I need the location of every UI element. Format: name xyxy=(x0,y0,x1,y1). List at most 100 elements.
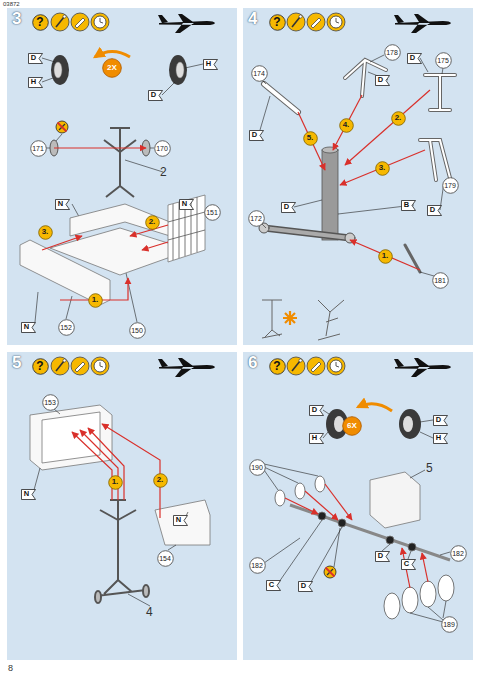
circle-shape xyxy=(378,249,392,263)
circle-shape xyxy=(88,293,102,307)
step-number: 4. xyxy=(339,118,354,133)
color-flag: C xyxy=(401,559,416,570)
callout-text: 179 xyxy=(444,182,456,189)
callout-number: 153 xyxy=(42,394,59,411)
callout-number: 171 xyxy=(30,140,47,157)
color-code: D xyxy=(436,416,444,424)
step-number: 2. xyxy=(153,473,168,488)
color-flag: C xyxy=(266,580,281,591)
flag-shape xyxy=(28,77,42,87)
circle-shape xyxy=(129,322,145,338)
color-code: H xyxy=(312,434,320,442)
circle-shape xyxy=(108,475,122,489)
step-text: 3. xyxy=(42,228,49,236)
callout-text: 153 xyxy=(44,399,56,406)
color-code: D xyxy=(252,131,260,139)
help-icon: ? xyxy=(269,358,286,375)
step-number: 5. xyxy=(303,131,318,146)
color-code: D xyxy=(430,206,438,214)
circle-shape xyxy=(157,550,173,566)
flag-shape xyxy=(179,199,193,209)
callout-text: 152 xyxy=(60,324,72,331)
help-icon: ? xyxy=(32,358,49,375)
circle-shape xyxy=(249,557,265,573)
circle-shape xyxy=(154,140,170,156)
step-text: 3. xyxy=(379,164,386,172)
flag-shape xyxy=(266,580,280,590)
circle-shape xyxy=(269,14,285,30)
circle-shape xyxy=(269,358,285,374)
callout-text: 190 xyxy=(251,464,263,471)
flag-shape xyxy=(375,75,389,85)
callout-text: 175 xyxy=(437,57,449,64)
callout-text: 181 xyxy=(434,277,446,284)
quantity-badge: 2X xyxy=(102,58,122,78)
flag-shape xyxy=(281,202,295,212)
callout-text: 189 xyxy=(443,621,455,628)
circle-shape xyxy=(153,473,167,487)
color-flag: D xyxy=(375,551,390,562)
callout-text: 150 xyxy=(131,327,143,334)
step-text: 1. xyxy=(112,478,119,486)
kit-number: 03872 xyxy=(3,1,20,7)
step-text: 1. xyxy=(92,296,99,304)
step-number: 1. xyxy=(88,293,103,308)
step-text: 1. xyxy=(382,252,389,260)
color-code: D xyxy=(312,406,320,414)
step-panel: 5?1532.N1.N154 xyxy=(7,352,237,660)
color-code: H xyxy=(206,60,214,68)
color-code: C xyxy=(269,581,277,589)
color-flag: D xyxy=(28,53,43,64)
circle-shape xyxy=(145,215,159,229)
flag-shape xyxy=(55,199,69,209)
circle-shape xyxy=(58,319,74,335)
callout-number: 181 xyxy=(432,272,449,289)
help-text: ? xyxy=(273,16,280,28)
circle-shape xyxy=(375,161,389,175)
step-text: 2. xyxy=(157,476,164,484)
circle-shape xyxy=(432,272,448,288)
step-panel: 3?DH2XHD171170N2.N1513.1.N152150 xyxy=(7,8,237,345)
circle-shape xyxy=(30,140,46,156)
color-flag: D xyxy=(407,53,422,64)
color-code: B xyxy=(404,201,412,209)
callout-text: 174 xyxy=(253,70,265,77)
help-text: ? xyxy=(36,360,43,372)
callout-number: 152 xyxy=(58,319,75,336)
part-label: 5 xyxy=(426,462,433,474)
callout-number: 151 xyxy=(204,204,221,221)
part-label: 4 xyxy=(146,606,153,618)
callout-text: 171 xyxy=(32,145,44,152)
color-flag: D xyxy=(281,202,296,213)
callout-number: 170 xyxy=(154,140,171,157)
callout-number: 174 xyxy=(251,65,268,82)
step-title: 6 xyxy=(248,354,257,371)
help-icon: ? xyxy=(32,14,49,31)
circle-shape xyxy=(204,204,220,220)
color-code: D xyxy=(378,76,386,84)
circle-shape xyxy=(251,65,267,81)
help-icon: ? xyxy=(269,14,286,31)
step-panel: 6?D6XDHH190DC182182CD189 xyxy=(243,352,473,660)
circle-shape xyxy=(42,394,58,410)
flag-shape xyxy=(375,551,389,561)
callout-number: 154 xyxy=(157,550,174,567)
color-code: N xyxy=(24,490,32,498)
step-number: 1. xyxy=(108,475,123,490)
color-flag: B xyxy=(401,200,416,211)
callout-number: 172 xyxy=(248,210,265,227)
color-flag: D xyxy=(375,75,390,86)
circle-shape xyxy=(32,358,48,374)
color-code: N xyxy=(176,516,184,524)
flag-shape xyxy=(298,581,312,591)
color-flag: D xyxy=(249,130,264,141)
callout-text: 151 xyxy=(206,209,218,216)
color-flag: D xyxy=(309,405,324,416)
step-text: 2. xyxy=(395,114,402,122)
callout-number: 178 xyxy=(384,44,401,61)
flag-shape xyxy=(433,415,447,425)
color-flag: N xyxy=(21,489,36,500)
circle-shape xyxy=(249,459,265,475)
circle-shape xyxy=(32,14,48,30)
